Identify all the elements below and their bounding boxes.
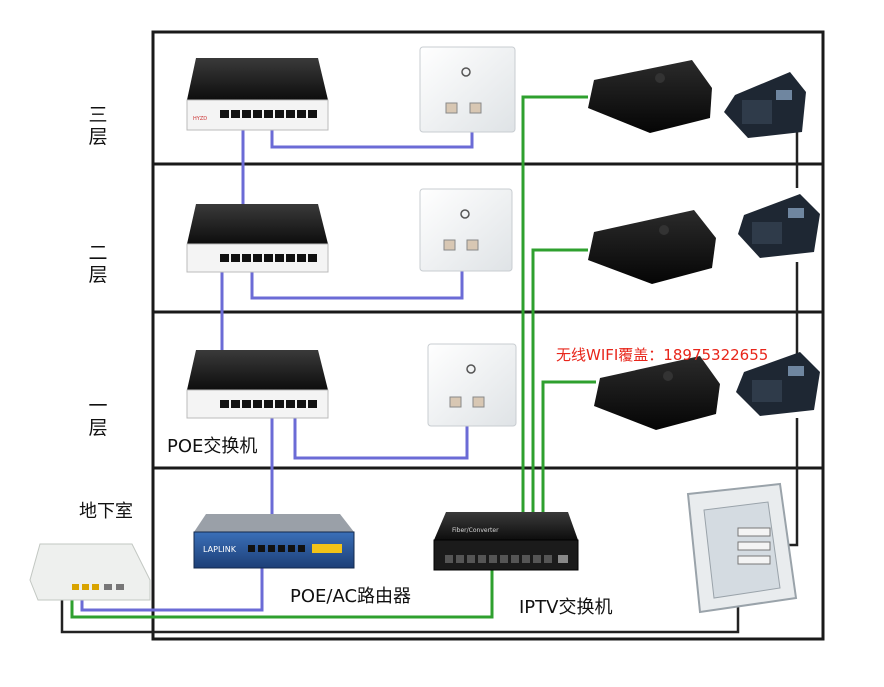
distribution-box [686,482,798,614]
wall-ap-2f [419,188,513,272]
floor-label-2f: 二层 [88,242,108,286]
telephone-2f [738,194,820,258]
iptv-switch: Fiber/Converter [433,512,579,571]
telephone-3f [724,72,806,138]
contact-text: 无线WIFI覆盖：18975322655 [556,346,769,364]
floor-label-3f: 三层 [88,104,108,148]
poe-ac-router: LAPLINK [193,514,355,569]
iptv-switch-label: IPTV交换机 [519,597,613,618]
wall-ap-1f [427,343,517,427]
iptv-cables [70,95,596,619]
floor-label-basement: 地下室 [79,501,133,522]
poe-ac-router-label: POE/AC路由器 [290,586,412,607]
poe-switch-label: POE交换机 [167,436,258,457]
telephone-1f [736,352,820,416]
set-top-box-3f [588,60,712,133]
router-brand: LAPLINK [203,545,237,554]
poe-switch-2f [186,204,329,273]
wall-ap-3f [419,46,516,133]
floor-label-1f: 一层 [88,395,108,439]
set-top-box-1f [594,356,720,430]
switch-tag: HYZD [193,116,207,122]
fiber-modem [29,543,151,601]
poe-switch-1f [186,350,329,419]
poe-switch-3f: HYZD [186,58,329,131]
set-top-box-2f [588,210,716,284]
iptv-switch-brand: Fiber/Converter [452,527,499,534]
building-frame [151,30,825,641]
